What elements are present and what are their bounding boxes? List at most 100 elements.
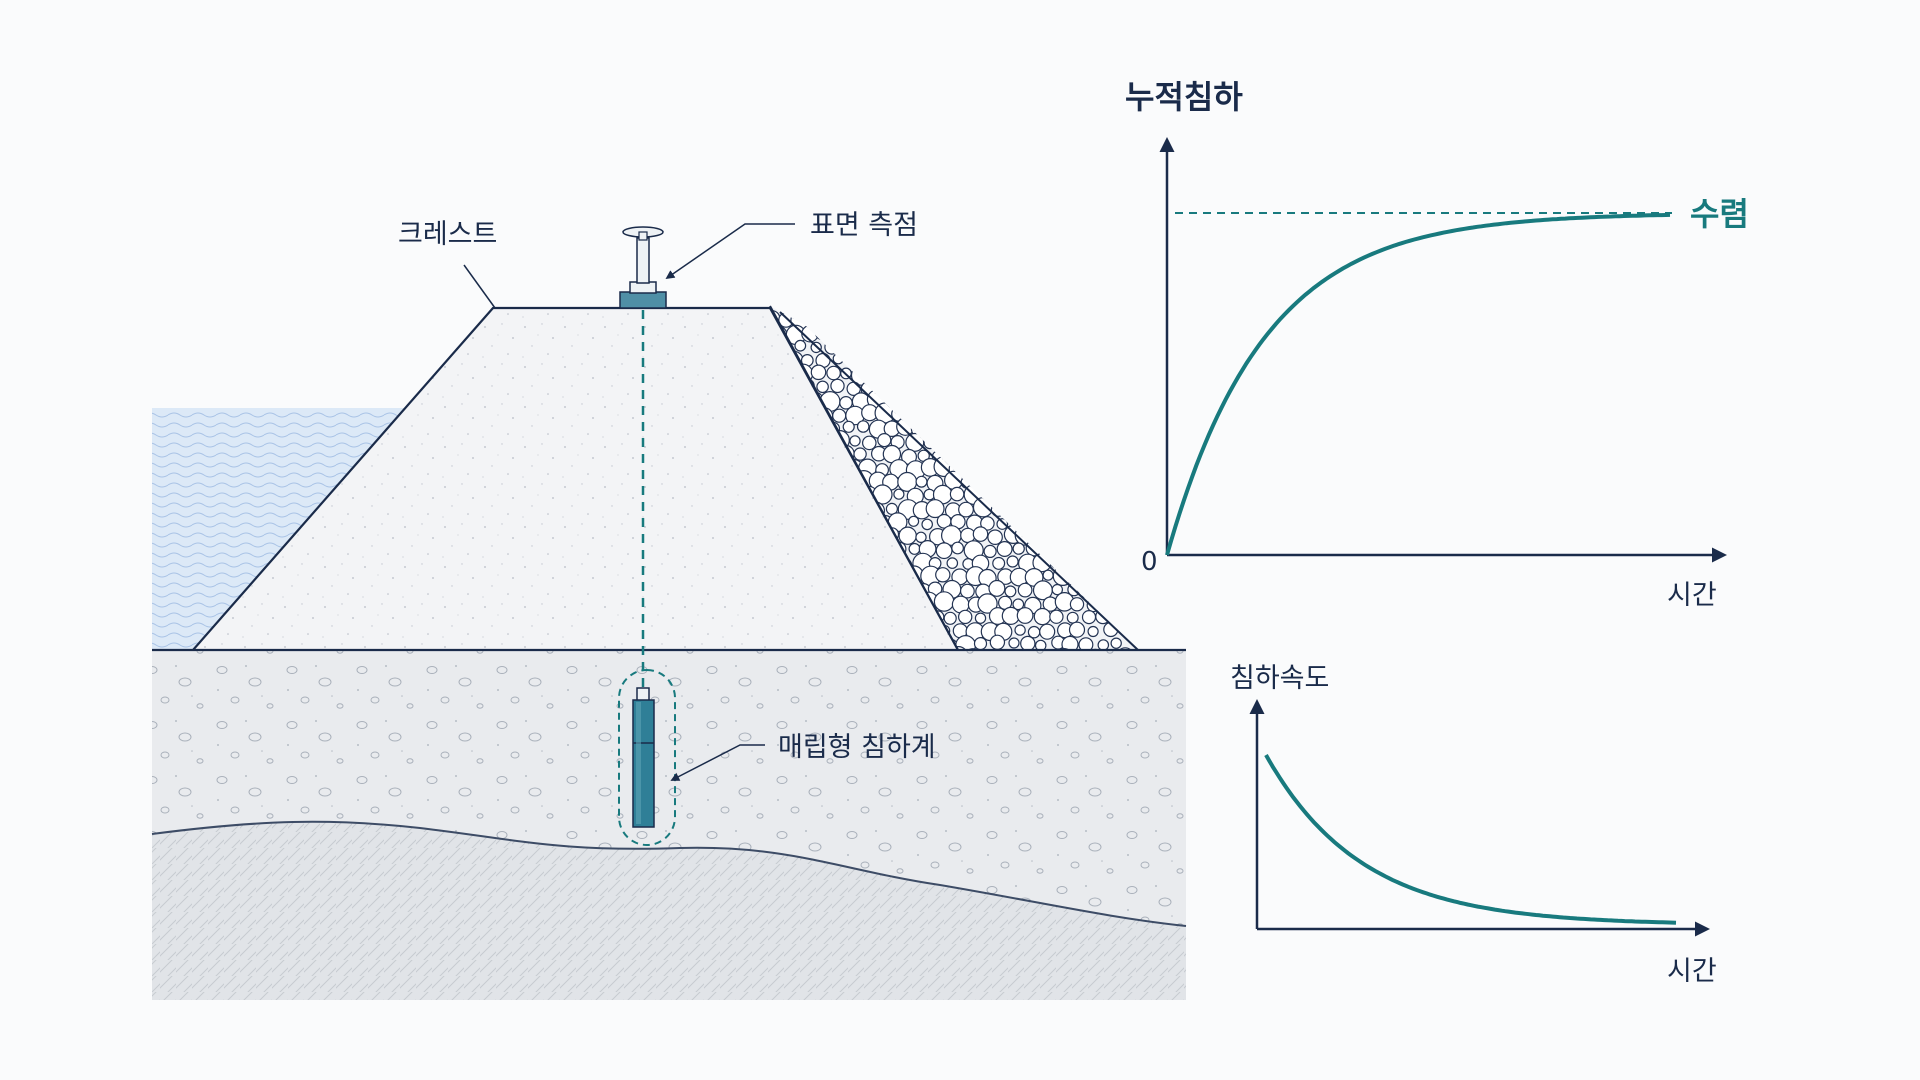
rockfill-stone — [1109, 338, 1128, 356]
rockfill-stone — [973, 366, 988, 381]
rockfill-stone — [1006, 555, 1019, 568]
rockfill-stone — [995, 486, 1011, 501]
rockfill-stone — [1085, 406, 1105, 426]
rockfill-stone — [949, 486, 965, 502]
rockfill-stone — [1007, 485, 1028, 506]
rockfill-stone — [1054, 647, 1074, 650]
rockfill-stone — [1108, 395, 1124, 410]
rockfill-stone — [951, 541, 964, 555]
rockfill-stone — [830, 378, 845, 394]
rockfill-stone — [877, 433, 892, 448]
rockfill-stone — [1010, 352, 1026, 368]
rockfill-stone — [1101, 436, 1117, 451]
rockfill-stone — [907, 515, 920, 527]
rockfill-stone — [1039, 486, 1059, 506]
rockfill-stone — [899, 390, 918, 408]
rockfill-stone — [1049, 445, 1066, 462]
rockfill-stone — [1002, 339, 1018, 355]
rate-y-label: 침하속도 — [1230, 663, 1329, 694]
rockfill-stone — [903, 351, 921, 368]
rockfill-stone — [1087, 625, 1099, 638]
rockfill-stone — [840, 338, 857, 355]
rockfill-stone — [1080, 341, 1094, 355]
rockfill-stone — [1084, 539, 1104, 559]
rockfill-stone — [931, 311, 947, 327]
rockfill-stone — [1106, 309, 1126, 328]
rockfill-stone — [1049, 393, 1067, 411]
rockfill-stone — [1091, 336, 1111, 356]
rockfill-stone — [1058, 354, 1071, 368]
rockfill-stone — [899, 367, 913, 381]
rockfill-stone — [832, 408, 847, 423]
rockfill-stone — [981, 327, 994, 340]
rockfill-stone — [987, 529, 1003, 545]
rockfill-stone — [1118, 598, 1132, 612]
rockfill-stone — [1076, 391, 1095, 410]
rockfill-stone — [1064, 529, 1081, 546]
rockfill-stone — [1095, 393, 1111, 408]
rockfill-stone — [836, 309, 855, 328]
rockfill-stone — [1033, 607, 1052, 626]
rockfill-stone — [975, 419, 991, 435]
rockfill-stone — [1055, 376, 1075, 396]
rockfill-stone — [1041, 514, 1055, 528]
rockfill-stone — [1110, 637, 1122, 649]
rockfill-stone — [1078, 472, 1099, 494]
crest-label: 크레스트 — [398, 219, 497, 250]
rockfill-stone — [1027, 490, 1041, 504]
rockfill-stone — [943, 447, 962, 466]
rockfill-stone — [1021, 312, 1034, 326]
rockfill-stone — [1004, 421, 1019, 436]
rockfill-stone — [921, 518, 933, 531]
rockfill-stone — [1072, 351, 1090, 369]
rockfill-stone — [981, 487, 994, 501]
rockfill-stone — [977, 593, 998, 614]
rockfill-stone — [1056, 325, 1069, 338]
rockfill-stone — [1026, 379, 1042, 396]
rockfill-stone — [956, 363, 974, 382]
rockfill-stone — [816, 380, 829, 394]
rockfill-stone — [1072, 490, 1087, 505]
rockfill-stone — [948, 646, 969, 650]
rockfill-stone — [1063, 389, 1085, 410]
rockfill-stone — [1020, 336, 1038, 355]
rockfill-stone — [885, 367, 899, 381]
rockfill-stone — [1016, 607, 1034, 624]
rockfill-stone — [1113, 458, 1135, 480]
rockfill-stone — [1079, 500, 1097, 519]
settlement-rate-curve — [1264, 754, 1677, 925]
rockfill-stone — [1101, 596, 1114, 609]
rockfill-stone — [1080, 364, 1098, 382]
rockfill-stone — [990, 310, 1007, 327]
rockfill-stone — [1014, 516, 1028, 530]
rockfill-stone — [1111, 583, 1126, 599]
rockfill-stone — [989, 420, 1002, 433]
rockfill-stone — [830, 326, 846, 342]
rockfill-stone — [1010, 460, 1025, 474]
bedrock-layer — [151, 820, 1187, 1000]
rockfill-stone — [923, 324, 938, 339]
rockfill-stone — [1047, 475, 1064, 492]
rockfill-stone — [1006, 395, 1021, 410]
rockfill-stone — [921, 406, 935, 420]
rockfill-stone — [1093, 475, 1108, 489]
rockfill-stone — [1077, 418, 1094, 435]
rockfill-stone — [1012, 542, 1025, 555]
rockfill-stone — [1084, 352, 1102, 370]
rockfill-stone — [946, 557, 959, 569]
rockfill-stone — [1064, 500, 1083, 519]
rockfill-stone — [987, 365, 1009, 386]
cumulative-x-label: 시간 — [1667, 580, 1717, 611]
rockfill-stone — [1071, 379, 1091, 399]
rockfill-stone — [881, 338, 903, 359]
rockfill-stone — [1112, 420, 1126, 434]
rockfill-stone — [1004, 313, 1021, 329]
rockfill-stone — [1017, 447, 1033, 463]
rockfill-stone — [1041, 350, 1060, 369]
crest-callout: 크레스트 — [398, 219, 497, 309]
rockfill-stone — [943, 420, 958, 435]
rockfill-stone — [950, 377, 970, 396]
rockfill-stone — [1033, 421, 1050, 437]
rockfill-stone — [983, 544, 997, 559]
rockfill-stone — [921, 354, 936, 369]
